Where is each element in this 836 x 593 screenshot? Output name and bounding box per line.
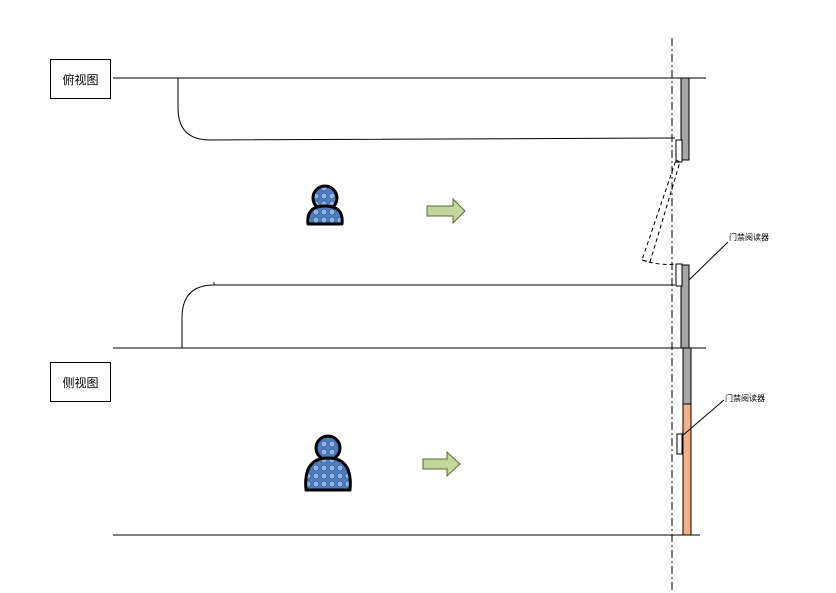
side-gate-post-orange: [682, 403, 692, 536]
top-view-lower-rail: [181, 282, 675, 348]
top-reader-callout: 门禁阅读器: [729, 233, 769, 242]
side-reader-callout: 门禁阅读器: [725, 394, 765, 403]
side-view-label-text: 侧视图: [62, 375, 99, 390]
top-view-upper-rail: [177, 78, 676, 141]
top-reader-box: [675, 263, 683, 287]
side-reader-box: [676, 433, 683, 455]
arrow-right-icon: [426, 197, 466, 225]
top-reader-box-2: [675, 139, 683, 163]
side-view-label: 侧视图: [50, 362, 111, 402]
person-icon: [306, 184, 344, 226]
side-callout-leader: [681, 399, 725, 437]
top-gate-post-upper: [680, 77, 690, 161]
top-callout-leader: [688, 241, 729, 281]
arrow-right-icon: [422, 450, 461, 478]
gate-swing-arc: [641, 259, 677, 265]
top-view-label-text: 俯视图: [62, 72, 99, 87]
person-icon: [304, 434, 352, 492]
top-view-label: 俯视图: [50, 59, 111, 99]
side-gate-post-gray: [682, 347, 692, 405]
gate-swing-leaf: [641, 159, 681, 263]
